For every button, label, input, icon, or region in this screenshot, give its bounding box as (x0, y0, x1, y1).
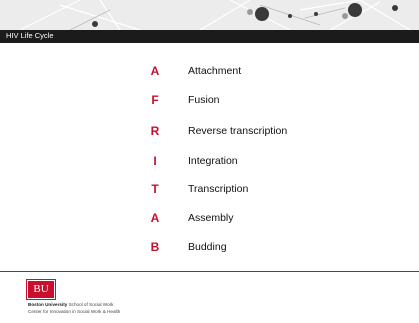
footer-university: Boston University (28, 302, 68, 307)
acronym-word: Fusion (188, 94, 220, 106)
acronym-letter: B (150, 240, 160, 254)
bu-logo: BU (28, 281, 54, 298)
acronym-row: B Budding (0, 240, 419, 256)
acronym-letter: F (151, 93, 159, 107)
acronym-word: Reverse transcription (188, 125, 288, 137)
acronym-row: F Fusion (0, 93, 419, 109)
acronym-row: I Integration (0, 154, 419, 170)
footer-center: Center for Innovation in Social Work & H… (28, 309, 121, 314)
slide-title: HIV Life Cycle (6, 31, 54, 40)
acronym-row: A Attachment (0, 64, 419, 80)
network-graphic (19, 0, 411, 30)
header-banner-image (0, 0, 419, 30)
acronym-letter: I (153, 154, 157, 168)
slide-title-bar: HIV Life Cycle (0, 30, 419, 43)
acronym-letter: A (150, 211, 160, 225)
acronym-letter: T (151, 182, 159, 196)
acronym-word: Assembly (188, 212, 234, 224)
acronym-row: A Assembly (0, 211, 419, 227)
acronym-row: T Transcription (0, 182, 419, 198)
acronym-word: Transcription (188, 183, 249, 195)
acronym-word: Integration (188, 155, 238, 167)
acronym-word: Budding (188, 241, 227, 253)
acronym-row: R Reverse transcription (0, 124, 419, 140)
acronym-letter: A (150, 64, 160, 78)
footer-school-line: Boston University School of Social Work (28, 302, 113, 307)
footer-school: School of Social Work (68, 302, 114, 307)
bu-logo-frame (26, 279, 56, 300)
acronym-word: Attachment (188, 65, 242, 77)
footer-divider (0, 271, 419, 272)
acronym-letter: R (150, 124, 160, 138)
